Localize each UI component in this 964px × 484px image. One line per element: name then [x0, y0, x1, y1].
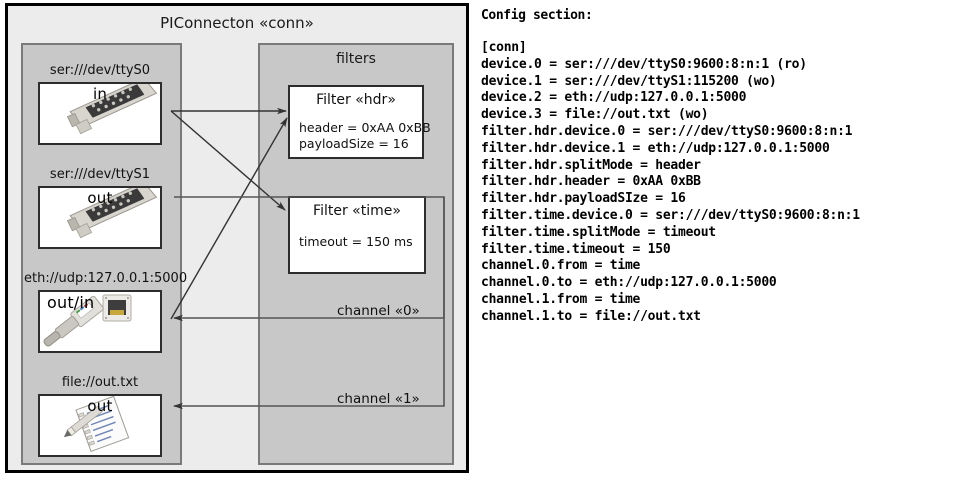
device-ser-ttys0[interactable]: ser:///dev/ttyS0 in [38, 63, 162, 145]
diagram-title: PIConnecton «conn» [160, 14, 314, 32]
device-label: ser:///dev/ttyS1 [49, 167, 151, 182]
arrow-ttys0-to-time [170, 110, 286, 211]
device-direction: out [87, 189, 113, 207]
channel-0-path [173, 196, 445, 322]
piconnector-diagram: PIConnecton «conn» ser:///dev/ttyS0 in [5, 3, 469, 473]
device-label: ser:///dev/ttyS0 [49, 63, 151, 78]
config-text: [conn] device.0 = ser:///dev/ttyS0:9600:… [481, 40, 860, 324]
notepad-pencil-icon [63, 396, 130, 452]
device-ser-ttys1[interactable]: ser:///dev/ttyS1 out [38, 167, 162, 249]
channel-1-path [173, 197, 445, 410]
device-box[interactable]: out [38, 394, 162, 457]
device-direction: in [92, 85, 108, 103]
device-direction: out [87, 397, 113, 415]
filter-title: Filter «hdr» [316, 92, 396, 108]
filter-hdr-box[interactable]: Filter «hdr» header = 0xAA 0xBB payloadS… [288, 85, 431, 159]
devices-panel: ser:///dev/ttyS0 in [21, 43, 187, 465]
filter-attr: payloadSize = 16 [299, 136, 409, 151]
filter-title: Filter «time» [313, 203, 401, 219]
filter-attr: header = 0xAA 0xBB [299, 120, 431, 135]
ethernet-jack-icon [43, 294, 132, 347]
serial-port-icon [66, 84, 158, 135]
filters-panel: filters Filter «hdr» header = 0xAA 0xBB … [258, 43, 454, 465]
device-file-out[interactable]: file://out.txt out [38, 375, 162, 457]
filters-panel-title: filters [336, 51, 376, 67]
channel-1-label: channel «1» [337, 391, 420, 407]
arrow-eth-to-hdr [170, 117, 288, 320]
serial-port-icon [66, 188, 158, 239]
device-label: file://out.txt [61, 375, 139, 390]
device-direction: out/in [47, 293, 95, 312]
device-box[interactable]: out/in [38, 290, 162, 353]
channel-0-label: channel «0» [337, 303, 420, 319]
device-eth-udp[interactable]: eth://udp:127.0.0.1:5000 out/in [24, 271, 187, 353]
config-heading: Config section: [481, 8, 593, 23]
device-box[interactable]: in [38, 82, 162, 145]
device-label: eth://udp:127.0.0.1:5000 [24, 271, 188, 286]
config-section: Config section: [conn] device.0 = ser://… [481, 8, 959, 326]
connection-lines [170, 107, 445, 410]
device-box[interactable]: out [38, 186, 162, 249]
filter-attr: timeout = 150 ms [299, 234, 413, 249]
